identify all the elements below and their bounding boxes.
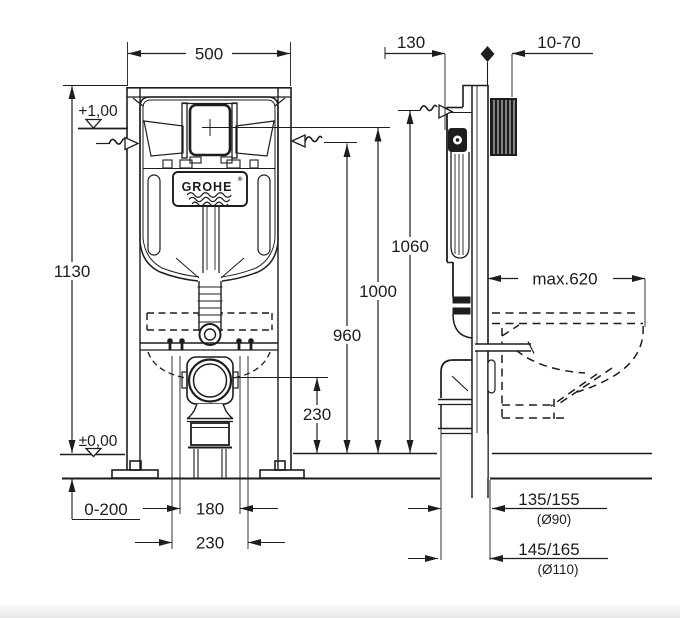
svg-text:1060: 1060 xyxy=(391,237,429,256)
dim-drain-110: 145/165 (Ø110) xyxy=(408,540,608,577)
svg-text:130: 130 xyxy=(397,33,425,52)
side-frame-channel xyxy=(446,84,489,478)
dim-height-1000: 1000 xyxy=(352,128,404,453)
svg-text:180: 180 xyxy=(196,500,224,519)
bowl-outline-front-dashed xyxy=(147,351,271,380)
dim-width-500: 500 xyxy=(127,42,291,86)
svg-text:960: 960 xyxy=(333,326,361,345)
svg-text:(Ø110): (Ø110) xyxy=(537,562,578,577)
angle-valve xyxy=(448,128,467,152)
frame-feet xyxy=(111,460,305,479)
dim-floor-range-0-200: 0-200 xyxy=(68,479,140,521)
dim-outlet-height-230: 230 xyxy=(295,378,339,453)
flush-pipe xyxy=(197,281,223,346)
svg-text:max.620: max.620 xyxy=(532,270,597,289)
dimensions: 500 1130 +1,00 ±0 xyxy=(46,33,646,577)
svg-text:500: 500 xyxy=(195,45,223,64)
dim-spacing-180: 180 xyxy=(143,500,278,519)
drain-elbow xyxy=(438,359,489,498)
svg-text:(Ø90): (Ø90) xyxy=(537,512,572,527)
svg-text:1000: 1000 xyxy=(359,282,397,301)
svg-text:135/155: 135/155 xyxy=(518,490,579,509)
svg-text:1130: 1130 xyxy=(54,262,91,281)
front-view: GROHE ® xyxy=(111,87,390,549)
fixing-bolts xyxy=(167,338,254,350)
flush-plate xyxy=(181,102,390,164)
dim-max-620: max.620 xyxy=(488,270,646,327)
fixing-rail xyxy=(140,338,278,351)
registered-mark: ® xyxy=(238,175,243,183)
svg-text:10-70: 10-70 xyxy=(537,33,580,52)
wall-bracket-block xyxy=(490,98,517,156)
dim-depth-130: 130 xyxy=(384,33,446,130)
dim-height-1060: 1060 xyxy=(384,110,436,453)
svg-text:230: 230 xyxy=(303,405,331,424)
page-footer-strip xyxy=(0,604,680,618)
plate-center-crosshair xyxy=(202,119,390,136)
side-view xyxy=(438,46,644,498)
dim-spacing-230: 230 xyxy=(135,534,285,553)
floor-lines xyxy=(60,452,652,480)
wall-anchor-marker xyxy=(480,46,495,86)
side-flush-tube xyxy=(450,152,473,339)
fixing-extension-lines xyxy=(171,356,249,549)
dim-height-960: 960 xyxy=(325,143,369,453)
toilet-bowl-outline xyxy=(492,312,644,419)
logo-waves xyxy=(186,192,232,207)
wall-break-arrow-left xyxy=(96,136,140,151)
brand-text: GROHE xyxy=(182,180,233,194)
svg-text:145/165: 145/165 xyxy=(518,540,579,559)
svg-text:0-200: 0-200 xyxy=(84,500,127,519)
level-marker-plus100: +1,00 xyxy=(78,103,128,130)
grohe-logo: GROHE ® xyxy=(172,171,248,207)
cistern-tank xyxy=(139,96,279,282)
svg-text:230: 230 xyxy=(196,534,224,553)
wall-break-arrow-right xyxy=(290,133,357,149)
svg-text:+1,00: +1,00 xyxy=(78,103,118,120)
svg-text:±0,00: ±0,00 xyxy=(79,433,118,450)
outlet-assembly xyxy=(181,356,239,478)
dim-wall-clearance-10-70: 10-70 xyxy=(511,33,593,97)
dim-height-1130: 1130 xyxy=(46,85,127,453)
water-supply-arrow xyxy=(398,103,454,120)
toilet-inlet-pipe xyxy=(473,341,535,394)
level-marker-zero: ±0,00 xyxy=(79,433,118,458)
dim-drain-90: 135/155 (Ø90) xyxy=(408,404,607,560)
